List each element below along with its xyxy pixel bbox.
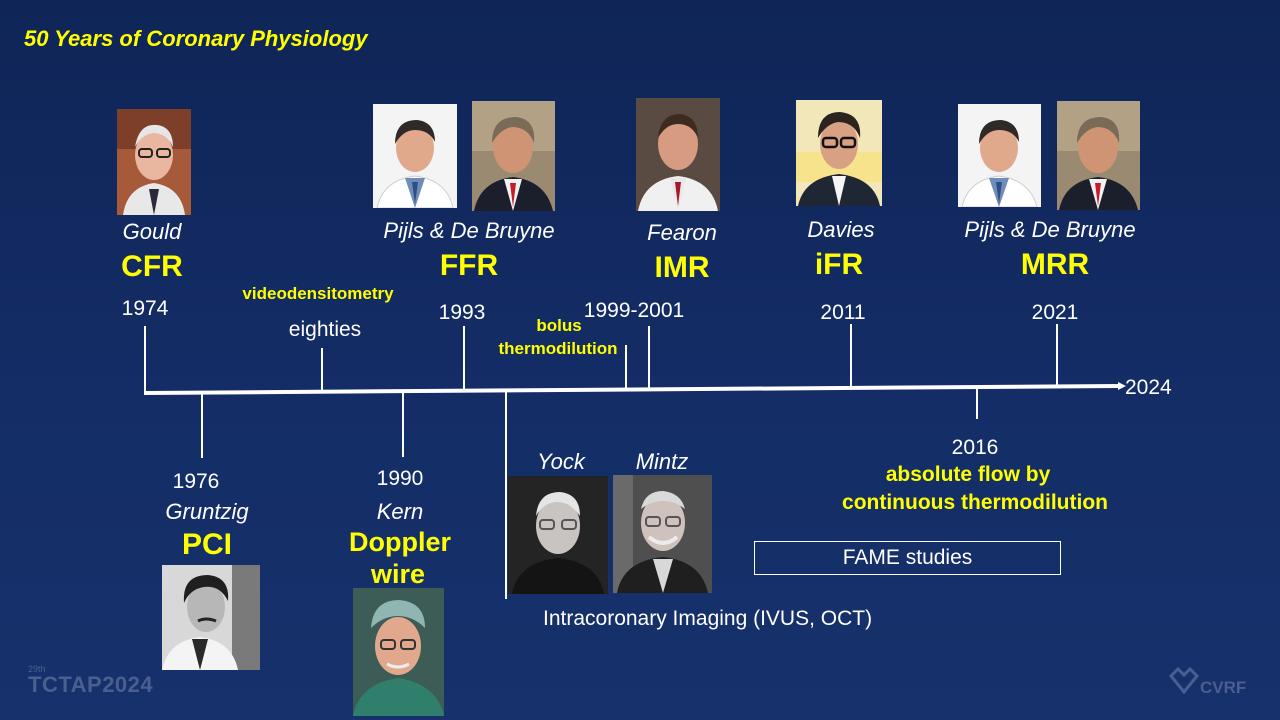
gruntzig-photo <box>162 565 260 670</box>
mintz-name: Mintz <box>635 449 689 474</box>
footer-superscript: 29th <box>28 664 46 674</box>
year-1974: 1974 <box>121 297 169 320</box>
pijls-debruyne-name-1993: Pijls & De Bruyne <box>383 218 555 243</box>
year-1990: 1990 <box>376 467 424 490</box>
eighties-label: eighties <box>288 318 362 341</box>
timeline-arrow <box>1118 382 1126 390</box>
fame-studies-box: FAME studies <box>754 541 1061 575</box>
imr-label: IMR <box>654 251 710 284</box>
fearon-photo <box>636 98 720 211</box>
tctap-logo: TCTAP2024 <box>28 672 154 697</box>
tick-2016 <box>976 387 978 419</box>
year-2024: 2024 <box>1125 376 1172 399</box>
kern-photo <box>353 588 444 716</box>
tick-2011 <box>850 324 852 387</box>
bolus-label-line1: bolus <box>536 316 582 335</box>
gould-photo <box>117 109 191 215</box>
wire-label: wire <box>370 559 426 589</box>
tick-1976 <box>201 393 203 458</box>
year-2016: 2016 <box>951 436 999 459</box>
bolus-label-line2: thermodilution <box>498 339 618 358</box>
doppler-label: Doppler <box>348 527 452 557</box>
tick-bolus <box>625 345 627 390</box>
fame-studies-label: FAME studies <box>842 546 973 569</box>
cvrf-logo: CVRF <box>1200 678 1247 697</box>
tick-1993 <box>463 326 465 391</box>
tick-2021 <box>1056 324 1058 386</box>
absolute-flow-line1: absolute flow by <box>885 463 1051 486</box>
cfr-label: CFR <box>121 250 183 283</box>
fearon-name: Fearon <box>647 220 717 245</box>
imaging-label: Intracoronary Imaging (IVUS, OCT) <box>543 607 873 630</box>
yock-name: Yock <box>537 449 585 474</box>
year-2011: 2011 <box>820 301 866 324</box>
davies-name: Davies <box>807 217 875 242</box>
year-1999-2001: 1999-2001 <box>583 299 685 322</box>
pci-label: PCI <box>181 528 233 561</box>
gruntzig-name: Gruntzig <box>165 499 249 524</box>
tick-eighties <box>321 348 323 393</box>
mrr-label: MRR <box>1020 248 1090 281</box>
year-2021: 2021 <box>1031 301 1079 324</box>
debruyne-photo-2021 <box>1057 101 1140 210</box>
year-1993: 1993 <box>438 301 486 324</box>
pijls-photo <box>373 104 457 208</box>
tick-1999 <box>648 326 650 389</box>
mintz-photo <box>613 475 712 593</box>
debruyne-photo <box>472 101 555 211</box>
tick-1990 <box>402 392 404 457</box>
year-1976: 1976 <box>172 470 220 493</box>
cvrf-logo-icon <box>1168 666 1200 695</box>
absolute-flow-line2: continuous thermodilution <box>842 491 1108 514</box>
ffr-label: FFR <box>439 249 499 282</box>
yock-photo <box>508 476 608 594</box>
slide-title: 50 Years of Coronary Physiology <box>24 26 368 51</box>
pijls-photo-2021 <box>958 104 1041 207</box>
gould-name: Gould <box>122 219 182 244</box>
kern-name: Kern <box>376 499 424 524</box>
pijls-debruyne-name-2021: Pijls & De Bruyne <box>964 217 1136 242</box>
timeline-axis <box>143 384 1121 395</box>
tick-imaging <box>505 391 507 599</box>
videodensitometry-label: videodensitometry <box>242 284 394 303</box>
tick-1974 <box>144 326 146 393</box>
davies-photo <box>796 100 882 206</box>
ifr-label: iFR <box>814 248 864 281</box>
